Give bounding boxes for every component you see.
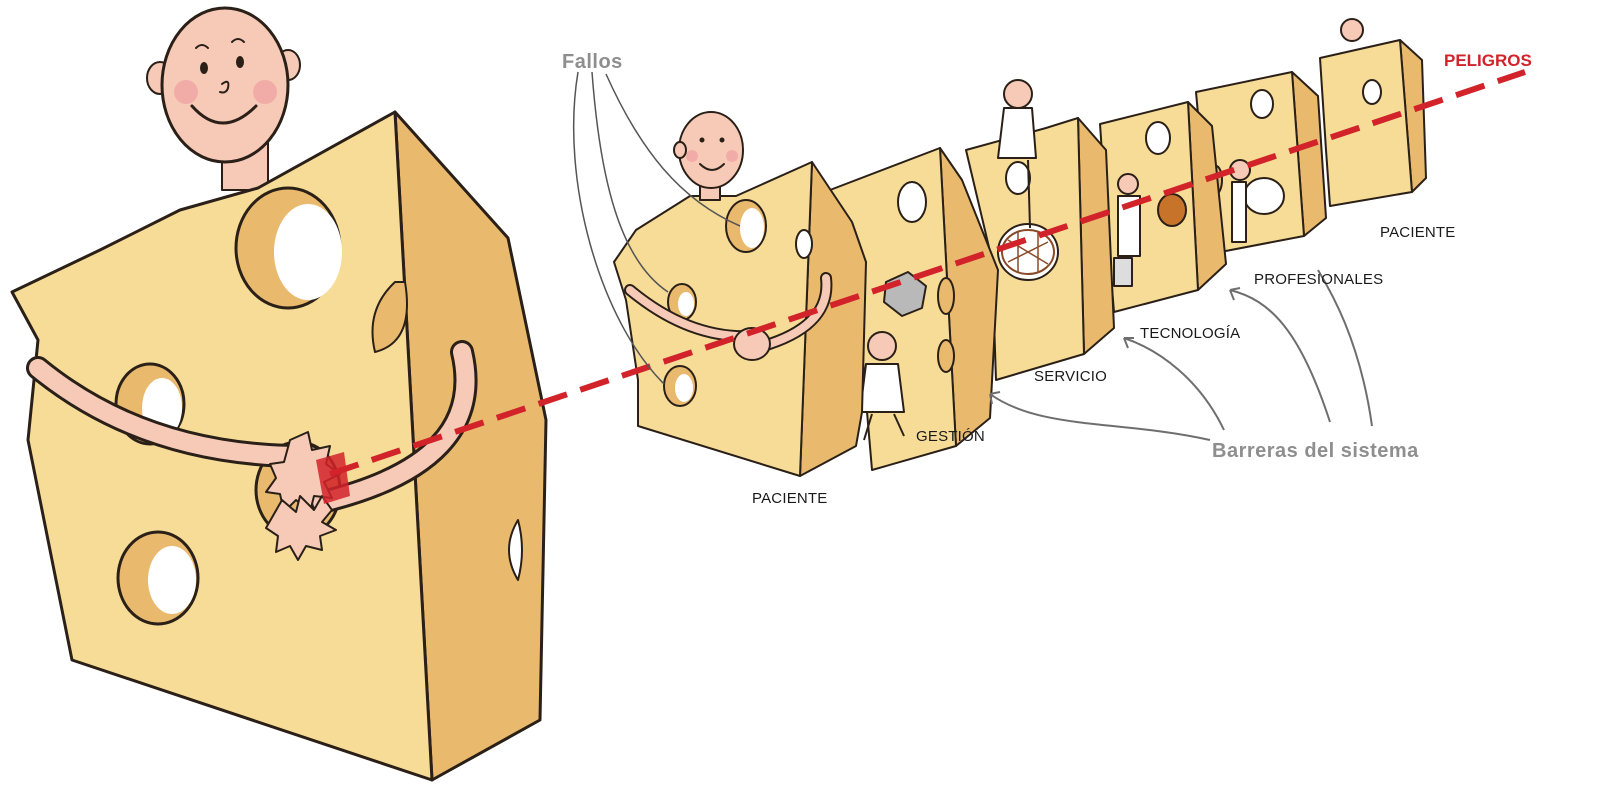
large-character-head	[147, 8, 300, 162]
large-cheese-character	[12, 8, 546, 780]
layer-label-servicio: SERVICIO	[1034, 368, 1107, 385]
system-barriers-label: Barreras del sistema	[1212, 440, 1419, 462]
layer-label-tecnologia: TECNOLOGÍA	[1140, 325, 1240, 342]
layer-label-paciente-back: PACIENTE	[1380, 224, 1456, 241]
cheese-slice-4	[1100, 102, 1226, 312]
layer-label-gestion: GESTIÓN	[916, 428, 985, 445]
hazards-label: PELIGROS	[1444, 51, 1532, 70]
layer-label-paciente-front: PACIENTE	[752, 490, 828, 507]
cheese-slice-6	[1320, 19, 1426, 206]
cheese-slice-1	[614, 112, 866, 476]
layer-label-profesionales: PROFESIONALES	[1254, 271, 1383, 288]
faults-label: Fallos	[562, 51, 623, 73]
cheese-slices-row	[614, 19, 1426, 476]
